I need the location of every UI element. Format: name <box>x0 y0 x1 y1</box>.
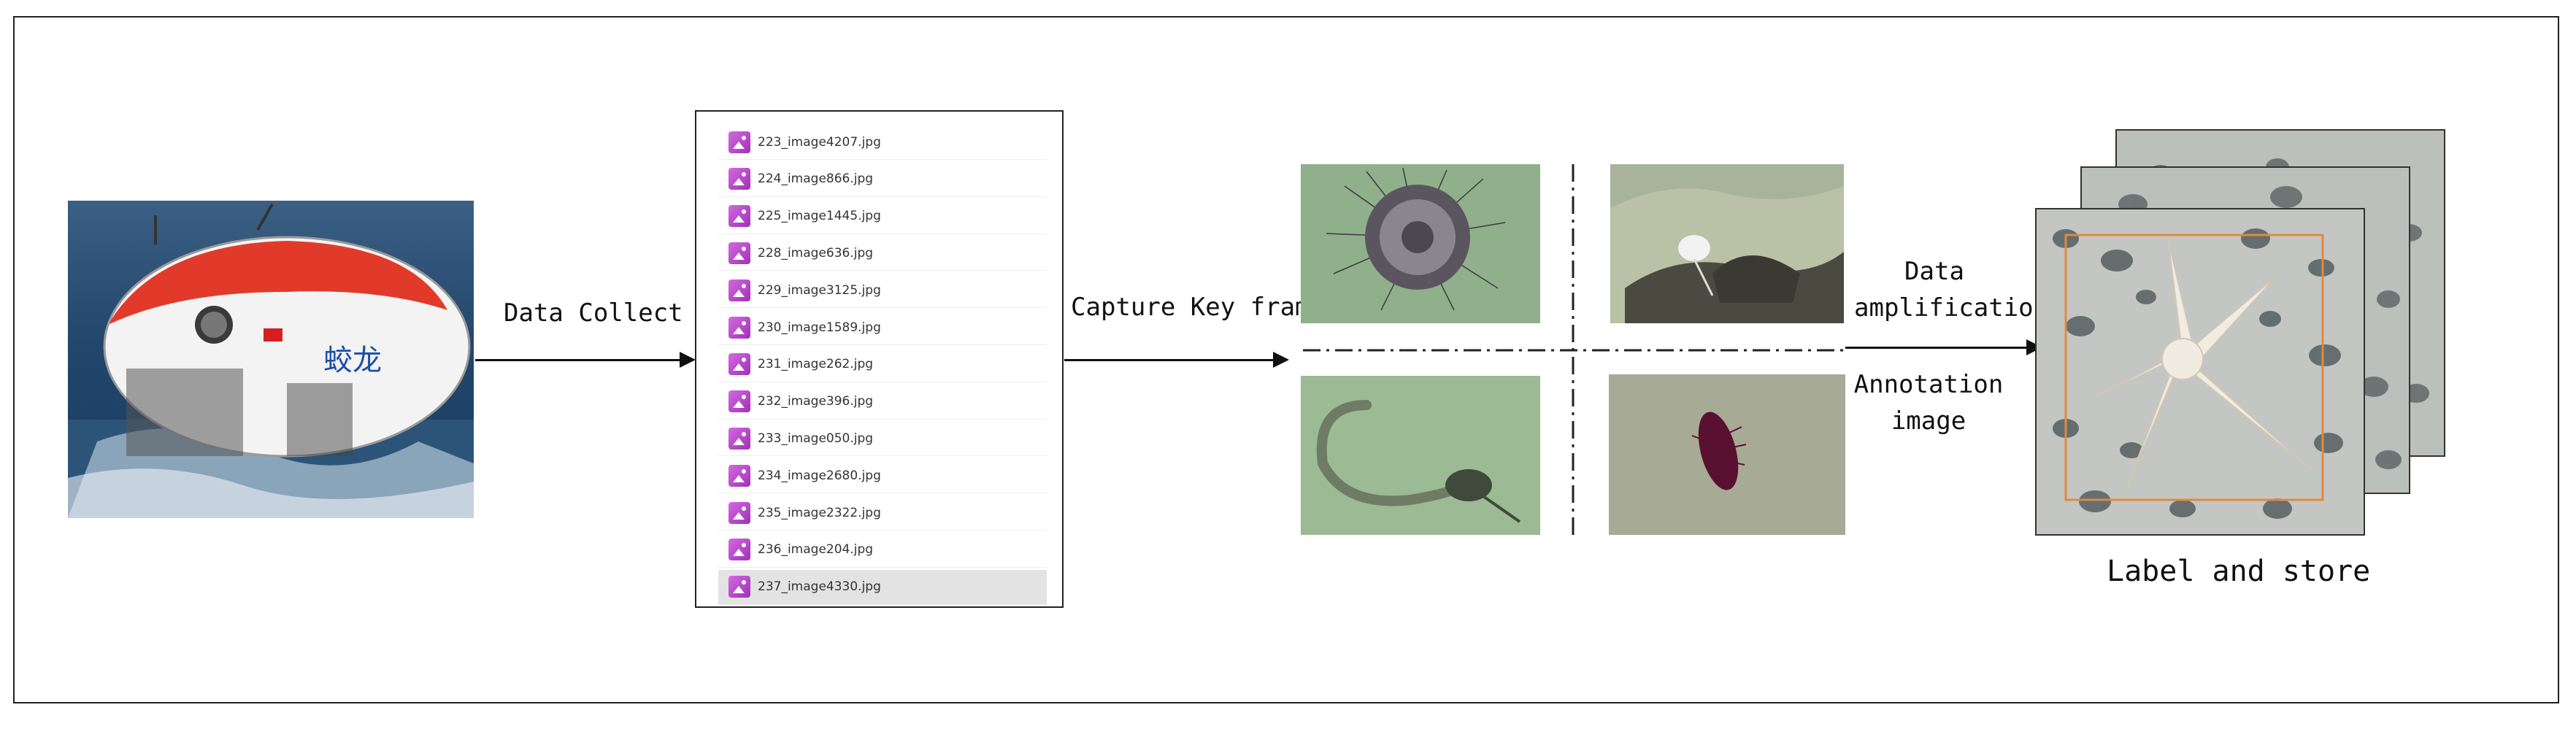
file-list-item[interactable]: 224_image866.jpg <box>718 162 1047 197</box>
file-name: 229_image3125.jpg <box>758 282 881 298</box>
file-name: 233_image050.jpg <box>758 431 874 446</box>
image-file-icon <box>728 205 750 228</box>
data-amplification-label: Data amplification <box>1854 253 2049 326</box>
file-name: 234_image2680.jpg <box>758 468 881 483</box>
image-file-icon <box>728 168 750 190</box>
file-list-item[interactable]: 237_image4330.jpg <box>718 569 1047 605</box>
arrow-capture <box>1064 352 1289 368</box>
file-list-item[interactable]: 236_image204.jpg <box>718 533 1047 568</box>
data-collect-label: Data Collect <box>504 298 683 328</box>
annotated-image-front <box>2035 208 2365 536</box>
submersible-photo: 蛟龙 <box>68 201 474 518</box>
annotation-line1: Annotation <box>1853 370 2004 399</box>
image-file-icon <box>728 316 750 339</box>
arrow-collect <box>475 352 696 368</box>
image-file-icon <box>728 576 750 598</box>
file-list-item[interactable]: 223_image4207.jpg <box>718 125 1047 160</box>
keyframe-white-creature <box>1610 164 1844 323</box>
file-name: 231_image262.jpg <box>758 357 874 372</box>
image-file-icon <box>728 353 750 376</box>
file-list-item[interactable]: 233_image050.jpg <box>718 421 1047 457</box>
file-list-item[interactable]: 230_image1589.jpg <box>718 310 1047 345</box>
file-list-item[interactable]: 232_image396.jpg <box>718 385 1047 420</box>
image-file-icon <box>728 501 750 524</box>
annotation-image-label: Annotation image <box>1848 366 2009 439</box>
file-list-item[interactable]: 235_image2322.jpg <box>718 495 1047 531</box>
keyframe-sea-urchin <box>1301 164 1540 323</box>
file-name: 223_image4207.jpg <box>758 134 881 150</box>
image-file-icon <box>728 279 750 301</box>
capture-key-frame-label: Capture Key frame <box>1071 293 1325 322</box>
image-file-icon <box>728 464 750 487</box>
image-file-icon <box>728 427 750 450</box>
file-name: 235_image2322.jpg <box>758 505 881 520</box>
image-file-icon <box>728 242 750 264</box>
label-and-store-label: Label and store <box>2107 555 2371 588</box>
keyframe-worm <box>1301 376 1540 535</box>
file-name: 230_image1589.jpg <box>758 320 881 335</box>
file-list-panel: 223_image4207.jpg 224_image866.jpg 225_ima… <box>695 110 1064 608</box>
keyframe-sea-cucumber <box>1609 374 1845 535</box>
file-list-item[interactable]: 228_image636.jpg <box>718 236 1047 271</box>
annotation-line2: image <box>1891 406 1966 436</box>
file-name: 232_image396.jpg <box>758 394 874 409</box>
file-list-item[interactable]: 231_image262.jpg <box>718 347 1047 382</box>
file-name: 236_image204.jpg <box>758 542 874 558</box>
data-amplification-line2: amplification <box>1854 293 2049 323</box>
keyframe-divider <box>1303 164 1843 536</box>
file-name: 224_image866.jpg <box>758 171 874 187</box>
data-amplification-line1: Data <box>1904 257 1964 286</box>
file-name: 228_image636.jpg <box>758 245 874 261</box>
arrow-amplification <box>1845 339 2042 355</box>
image-file-icon <box>728 539 750 561</box>
file-list-item[interactable]: 229_image3125.jpg <box>718 273 1047 309</box>
diagram-frame <box>13 16 2559 703</box>
file-list-item[interactable]: 234_image2680.jpg <box>718 458 1047 494</box>
image-file-icon <box>728 131 750 153</box>
image-file-icon <box>728 390 750 413</box>
file-name: 237_image4330.jpg <box>758 579 881 595</box>
file-list-item[interactable]: 225_image1445.jpg <box>718 199 1047 234</box>
file-name: 225_image1445.jpg <box>758 209 881 224</box>
hull-text: 蛟龙 <box>323 344 382 377</box>
